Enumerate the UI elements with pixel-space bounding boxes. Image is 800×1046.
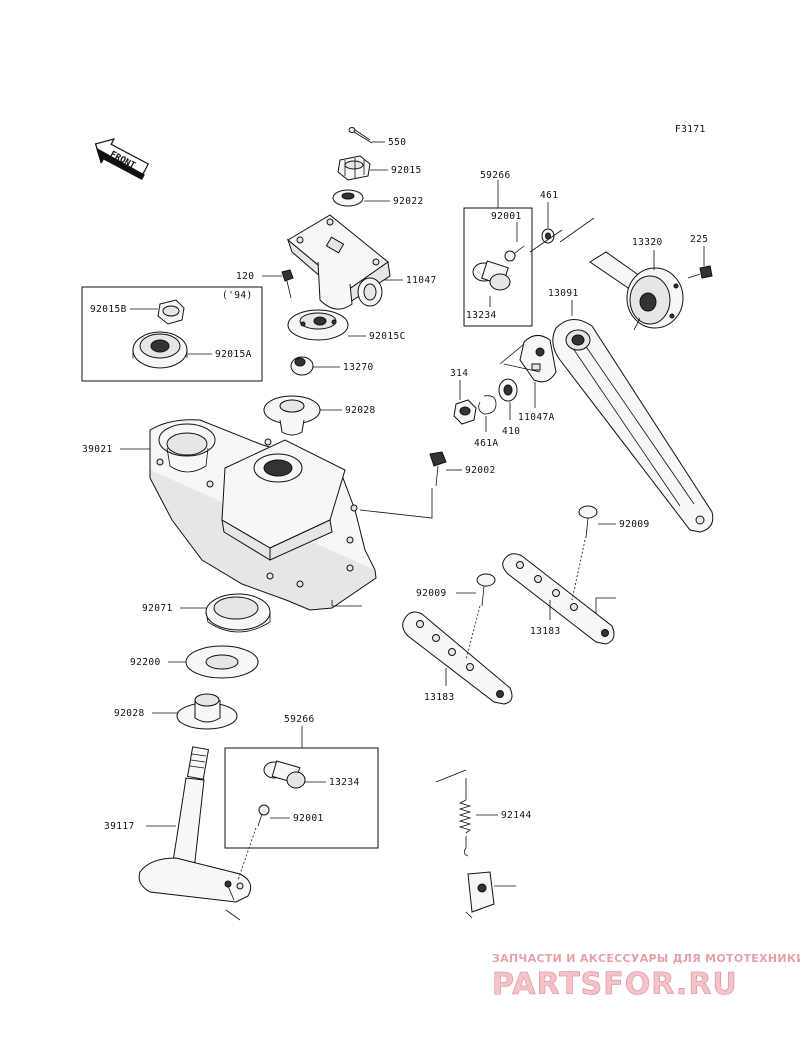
label-92009-right: 92009 [619, 519, 650, 530]
label-120: 120 [236, 271, 254, 282]
washer-461-part [541, 228, 555, 244]
bolt-92009-left-part [476, 573, 496, 607]
plate-13183-right-part [502, 553, 615, 645]
nut-92015B-part [157, 299, 185, 325]
label-92015C: 92015C [369, 331, 406, 342]
label-92144: 92144 [501, 810, 532, 821]
label-13234-lower: 13234 [329, 777, 360, 788]
label-461A: 461A [474, 438, 498, 449]
bushing-92028-lower-part [176, 693, 238, 730]
label-550: 550 [388, 137, 406, 148]
watermark-brand: PARTSFOR.RU [492, 967, 738, 1002]
part-13270 [290, 356, 314, 376]
label-13234-upper: 13234 [466, 310, 497, 321]
label-92028-upper: 92028 [345, 405, 376, 416]
bracket-11047A-part [519, 335, 557, 383]
label-92022: 92022 [393, 196, 424, 207]
nut-314-part [453, 399, 477, 425]
label-13183-right: 13183 [530, 626, 561, 637]
nut-92015A-part [132, 331, 188, 369]
ball-joint-92001-lower-part [257, 804, 270, 827]
bushing-92028-upper-part [263, 395, 321, 436]
label-11047A: 11047A [518, 412, 555, 423]
label-13270: 13270 [343, 362, 374, 373]
label-92001-lower: 92001 [293, 813, 324, 824]
label-11047: 11047 [406, 275, 437, 286]
bolt-92002-part [429, 451, 447, 487]
actuator-13320-part [589, 251, 684, 331]
washer-92022-part [332, 189, 364, 207]
nut-92015C-part [287, 309, 349, 341]
watermark-tagline: ЗАПЧАСТИ И АКСЕССУАРЫ ДЛЯ МОТОТЕХНИКИ [492, 952, 800, 965]
label-461: 461 [540, 190, 558, 201]
lever-arm-13091-part [552, 319, 714, 533]
plate-13183-left-part [402, 611, 513, 705]
steering-shaft-39117-part [138, 746, 252, 903]
seal-92071-part [205, 593, 271, 633]
cotter-pin-part [348, 127, 373, 144]
label-92001-upper: 92001 [491, 211, 522, 222]
washer-410-part [498, 378, 518, 402]
bolt-92009-right-part [578, 505, 598, 539]
label-92009-left: 92009 [416, 588, 447, 599]
label-92015B: 92015B [90, 304, 127, 315]
cable-bracket-part [465, 871, 495, 919]
socket-13234-upper-part [472, 260, 511, 291]
label-59266-upper: 59266 [480, 170, 511, 181]
kit-59266-lower-box [224, 747, 379, 849]
label-13091: 13091 [548, 288, 579, 299]
label-92015: 92015 [391, 165, 422, 176]
socket-13234-lower-part [263, 760, 306, 789]
lock-washer-461A-part [478, 395, 497, 415]
label-59266-lower: 59266 [284, 714, 315, 725]
label-39117: 39117 [104, 821, 135, 832]
label-225: 225 [690, 234, 708, 245]
bolt-225-part [687, 265, 713, 279]
figure-code: F3171 [675, 124, 706, 135]
steering-base-39021-part [149, 419, 377, 611]
label-92002: 92002 [465, 465, 496, 476]
label-314: 314 [450, 368, 468, 379]
castle-nut-part [337, 155, 371, 181]
label-92071: 92071 [142, 603, 173, 614]
front-arrow-icon: FRONT [94, 138, 150, 180]
label-92028-lower: 92028 [114, 708, 145, 719]
bolt-120-part [281, 269, 294, 299]
label-13183-left: 13183 [424, 692, 455, 703]
label-94: ('94) [222, 290, 253, 301]
label-92200: 92200 [130, 657, 161, 668]
steering-holder-11047-part [286, 214, 391, 310]
label-410: 410 [502, 426, 520, 437]
variant-94-box [81, 286, 263, 382]
ball-joint-92001-upper-part [504, 245, 525, 262]
label-39021: 39021 [82, 444, 113, 455]
washer-92200-part [185, 645, 259, 679]
spring-92144-part [435, 769, 472, 857]
label-13320: 13320 [632, 237, 663, 248]
label-92015A: 92015A [215, 349, 252, 360]
